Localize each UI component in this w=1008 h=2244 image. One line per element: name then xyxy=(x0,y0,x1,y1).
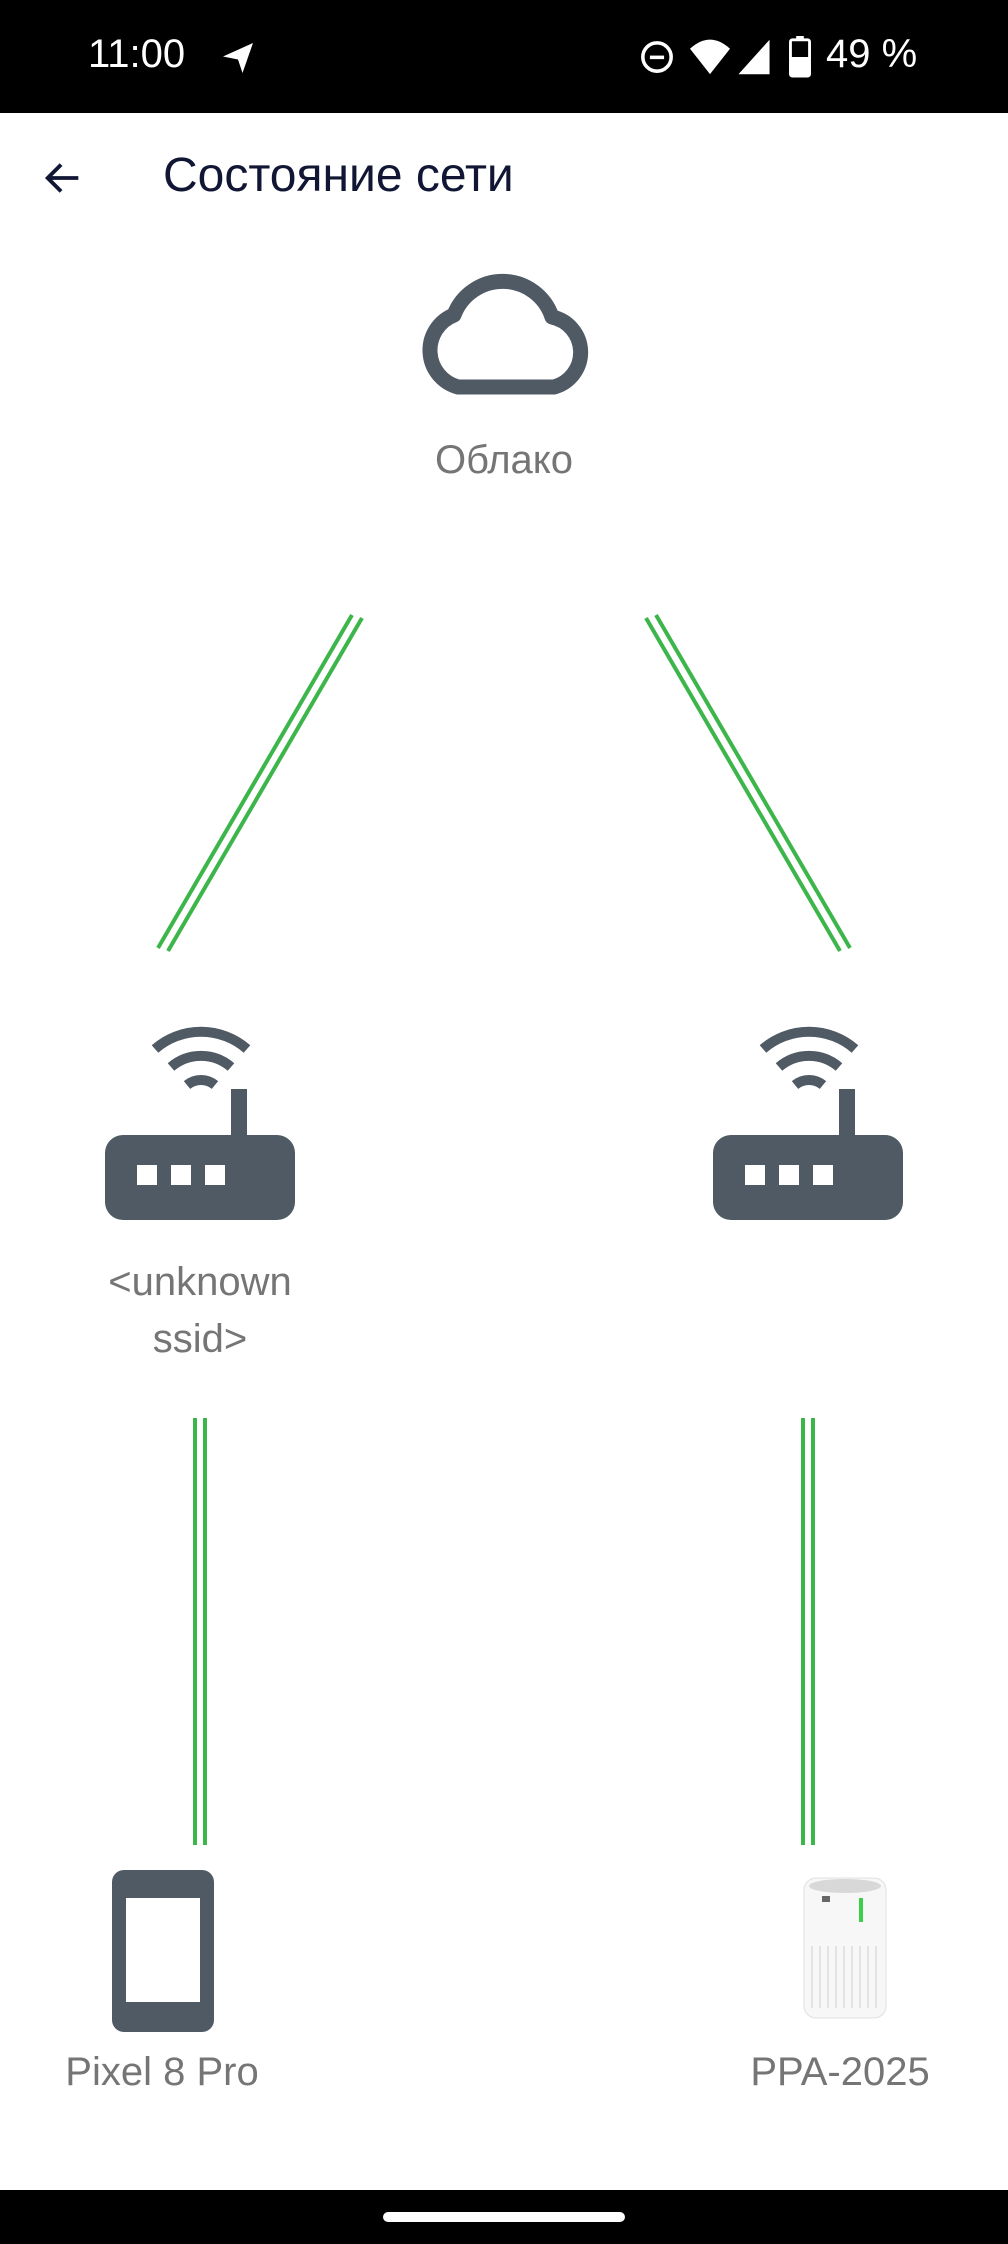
dnd-icon xyxy=(641,41,673,73)
page-title: Состояние сети xyxy=(163,149,514,202)
link-cloud-router-right xyxy=(644,613,852,953)
router-icon xyxy=(713,1026,903,1220)
phone-label: Pixel 8 Pro xyxy=(65,2050,259,2094)
network-links xyxy=(156,613,852,1845)
link-router-phone xyxy=(193,1418,207,1845)
purifier-label: PPA-2025 xyxy=(750,2050,930,2094)
cloud-label: Облако xyxy=(434,438,573,482)
battery-percent: 49 % xyxy=(826,32,918,76)
router-left-label: <unknown ssid> xyxy=(108,1260,292,1361)
back-arrow-icon[interactable] xyxy=(40,155,86,201)
cloud-icon xyxy=(422,273,589,395)
battery-icon xyxy=(789,36,811,78)
status-bar: 11:00 49 % xyxy=(0,0,1008,113)
wifi-icon xyxy=(690,39,730,75)
link-router-purifier xyxy=(801,1418,815,1845)
link-cloud-router-left xyxy=(156,613,364,953)
signal-icon xyxy=(738,39,770,75)
status-time: 11:00 xyxy=(88,32,186,76)
air-purifier-image[interactable] xyxy=(800,1876,890,2022)
home-gesture-handle[interactable] xyxy=(383,2212,625,2222)
phone-icon[interactable] xyxy=(112,1870,214,2032)
router-icon xyxy=(105,1026,295,1220)
telegram-icon xyxy=(223,43,253,73)
